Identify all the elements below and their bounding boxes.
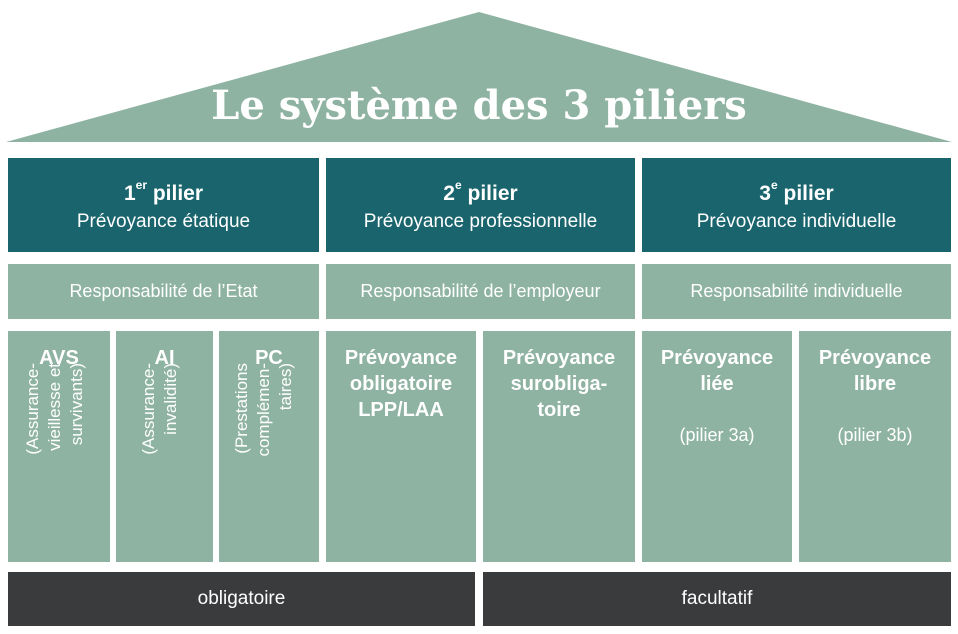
column-avs-line-1: (Assurance-: [23, 363, 42, 455]
column-pc-line-1: (Prestations: [232, 363, 251, 454]
pillar-3-subtitle: Prévoyance individuelle: [696, 211, 897, 232]
column-ai-description: (Assurance- invalidité): [138, 363, 226, 553]
column-mandatory-occupational-line-3: LPP/LAA: [358, 399, 444, 421]
roof: [6, 12, 952, 142]
column-mandatory-occupational: Prévoyance obligatoire LPP/LAA: [326, 331, 476, 562]
column-pc-description: (Prestations complémen- taires): [231, 363, 319, 553]
column-pillar-3b-subtitle: (pilier 3b): [837, 425, 913, 445]
column-pc-line-2: complémen-: [254, 363, 273, 457]
pillar-1-ordinal: er: [135, 178, 147, 192]
column-pillar-3a: Prévoyance liée (pilier 3a): [642, 331, 792, 562]
column-pillar-3a-line-1: Prévoyance: [660, 347, 774, 369]
roof-shape: [6, 12, 952, 142]
column-avs-description: (Assurance- vieillesse et survivants): [22, 363, 110, 553]
column-pillar-3a-line-2: liée: [700, 373, 734, 395]
pillar-1-title: 1er pilier: [124, 174, 203, 208]
diagram-title: Le système des 3 piliers: [211, 82, 747, 129]
column-ai-line-2: invalidité): [161, 363, 180, 435]
column-pillar-3a-title: Prévoyance liée: [642, 345, 792, 397]
footer-optional: facultatif: [483, 572, 951, 626]
column-extra-mandatory-line-3: toire: [537, 399, 581, 421]
pillar-3-ordinal: e: [770, 178, 778, 192]
pillar-2-header: 2e pilier Prévoyance professionnelle: [326, 158, 635, 252]
column-pillar-3b-title: Prévoyance libre: [799, 345, 951, 397]
pillar-1-responsibility: Responsabilité de l’Etat: [8, 264, 319, 319]
pillar-3-responsibility: Responsabilité individuelle: [642, 264, 951, 319]
column-ai-title: AI: [154, 347, 175, 369]
column-pillar-3b: Prévoyance libre (pilier 3b): [799, 331, 951, 562]
column-mandatory-occupational-line-1: Prévoyance: [344, 347, 458, 369]
footer-mandatory: obligatoire: [8, 572, 475, 626]
column-pc-title: PC: [255, 347, 283, 369]
pillar-1-number: 1: [123, 182, 136, 205]
column-avs: AVS (Assurance- vieillesse et survivants…: [8, 331, 110, 562]
column-extra-mandatory: Prévoyance surobliga- toire: [483, 331, 635, 562]
column-mandatory-occupational-title: Prévoyance obligatoire LPP/LAA: [326, 345, 476, 423]
column-avs-line-2: vieillesse et: [45, 363, 64, 451]
column-extra-mandatory-line-2: surobliga-: [510, 373, 608, 395]
column-pillar-3b-line-1: Prévoyance: [818, 347, 932, 369]
pillar-1-subtitle: Prévoyance étatique: [76, 211, 251, 232]
pillar-2-ordinal: e: [454, 178, 462, 192]
column-avs-line-3: survivants): [67, 363, 86, 446]
pillar-1-word: pilier: [152, 182, 204, 205]
column-extra-mandatory-title: Prévoyance surobliga- toire: [483, 345, 635, 423]
pillar-3-number: 3: [759, 182, 771, 205]
pillar-3-header: 3e pilier Prévoyance individuelle: [642, 158, 951, 252]
pillar-2-subtitle: Prévoyance professionnelle: [363, 211, 598, 232]
column-ai: AI (Assurance- invalidité): [116, 331, 213, 562]
column-avs-title: AVS: [39, 347, 79, 369]
pillar-3-title: 3e pilier: [759, 174, 833, 208]
column-pillar-3a-subtitle: (pilier 3a): [679, 425, 755, 445]
column-extra-mandatory-line-1: Prévoyance: [502, 347, 616, 369]
column-pillar-3b-line-2: libre: [853, 373, 897, 395]
pillar-2-number: 2: [443, 182, 455, 205]
pillar-2-responsibility: Responsabilité de l’employeur: [326, 264, 635, 319]
column-ai-line-1: (Assurance-: [139, 363, 158, 455]
pillar-2-word: pilier: [467, 182, 518, 205]
pillar-2-title: 2e pilier: [443, 174, 517, 208]
column-pc-line-3: taires): [276, 363, 295, 411]
pillar-1-header: 1er pilier Prévoyance étatique: [8, 158, 319, 252]
column-pc: PC (Prestations complémen- taires): [219, 331, 319, 562]
column-mandatory-occupational-line-2: obligatoire: [349, 373, 453, 395]
pillar-3-word: pilier: [783, 182, 834, 205]
